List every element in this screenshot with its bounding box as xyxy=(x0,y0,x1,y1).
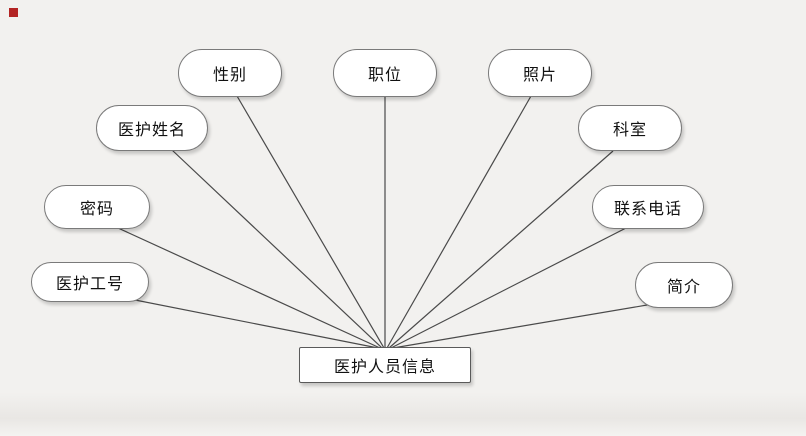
attribute-label: 联系电话 xyxy=(613,201,682,218)
connector-line xyxy=(392,303,654,349)
attribute-node-phone: 联系电话 xyxy=(592,185,704,229)
attribute-label: 简介 xyxy=(666,279,701,296)
attribute-label: 职位 xyxy=(367,67,402,84)
attribute-label: 医护姓名 xyxy=(117,122,186,139)
connector-line xyxy=(171,149,383,349)
attribute-node-staff-id: 医护工号 xyxy=(31,262,149,302)
connector-line xyxy=(129,298,379,349)
connector-line xyxy=(117,227,381,349)
attribute-node-staff-name: 医护姓名 xyxy=(96,105,208,151)
attribute-label: 科室 xyxy=(612,122,647,139)
entity-node-medical-staff-info: 医护人员信息 xyxy=(299,347,471,383)
attribute-node-intro: 简介 xyxy=(635,262,733,308)
attribute-node-password: 密码 xyxy=(44,185,150,229)
attribute-label: 性别 xyxy=(212,67,247,84)
attribute-node-gender: 性别 xyxy=(178,49,282,97)
attribute-node-department: 科室 xyxy=(578,105,682,151)
red-marker-icon xyxy=(9,8,18,17)
connector-line xyxy=(390,227,627,349)
connector-line xyxy=(236,95,385,349)
connector-line xyxy=(386,95,532,349)
attribute-label: 密码 xyxy=(79,201,114,218)
attribute-label: 医护工号 xyxy=(55,276,124,293)
connector-line xyxy=(388,150,614,349)
attribute-node-position: 职位 xyxy=(333,49,437,97)
attribute-label: 照片 xyxy=(522,67,557,84)
attribute-node-photo: 照片 xyxy=(488,49,592,97)
entity-label: 医护人员信息 xyxy=(333,359,436,376)
